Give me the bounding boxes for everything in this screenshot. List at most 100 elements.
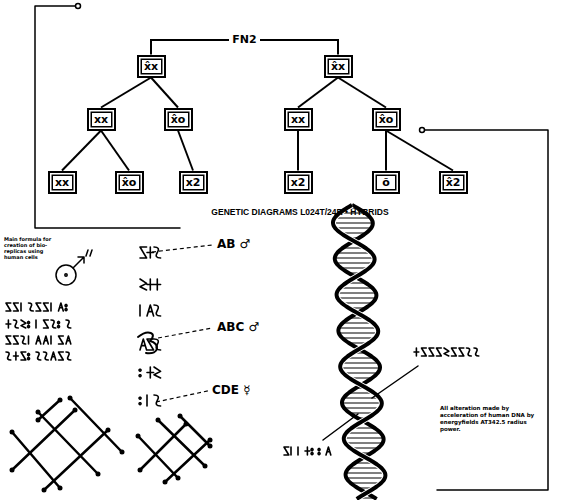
link-dot — [178, 414, 183, 419]
edge-label: FN2 — [229, 34, 259, 46]
link-figure — [44, 430, 108, 490]
bracket-dot — [76, 4, 81, 9]
formula-symbol — [65, 274, 67, 276]
tree-line — [101, 78, 151, 108]
link-dot — [36, 410, 41, 415]
leader-line — [323, 414, 358, 440]
link-figure — [138, 436, 178, 478]
bracket-line — [424, 130, 548, 490]
tree-line — [338, 78, 386, 108]
genotype-text: x̂x — [144, 61, 158, 72]
hybrid-box: x̂o — [115, 171, 144, 194]
link-dot — [138, 468, 143, 473]
dna-note: All alteration made by acceleration of h… — [440, 405, 540, 433]
leader-line — [156, 391, 208, 402]
alien-glyphs — [140, 247, 161, 258]
link-dot — [10, 468, 15, 473]
alien-glyphs — [139, 395, 161, 406]
link-figure — [180, 416, 210, 446]
link-figure — [70, 398, 122, 452]
gene-label: ABC ♂ — [217, 321, 259, 335]
hybrid-box: õ — [372, 171, 400, 194]
genotype-text: õ — [382, 177, 390, 188]
hybrid-box: x̂o — [164, 108, 193, 131]
link-dot — [73, 408, 78, 413]
genotype-text: xx — [291, 114, 305, 125]
alien-glyphs — [6, 336, 71, 344]
hybrid-box: xx — [284, 108, 313, 131]
tree-line — [298, 78, 338, 108]
alien-glyphs — [6, 352, 71, 360]
link-dot — [96, 472, 101, 477]
alien-glyphs — [284, 447, 331, 455]
link-figure — [165, 440, 210, 482]
gene-label: CDE ☿ — [212, 384, 251, 398]
diagram-title: GENETIC DIAGRAMS L024T/24R • HYBRIDS — [211, 208, 388, 218]
link-dot — [36, 418, 41, 423]
hybrid-box: x2 — [284, 171, 313, 194]
alien-glyphs — [414, 348, 479, 356]
tree-line — [297, 131, 299, 171]
link-figure — [38, 412, 98, 474]
leader-line — [158, 328, 213, 338]
hybrid-box: x̂o — [372, 108, 401, 131]
tree-line — [178, 131, 193, 171]
link-dot — [58, 398, 63, 403]
tree-line — [62, 131, 101, 171]
link-dot — [10, 430, 15, 435]
dna-strand — [333, 205, 385, 499]
formula-note: Main formula for creation of bio-replica… — [4, 236, 58, 260]
link-dot — [120, 450, 125, 455]
link-dot — [106, 428, 111, 433]
link-figure — [38, 400, 60, 420]
genotype-text: x2 — [291, 177, 306, 188]
link-figure — [12, 432, 60, 488]
hybrid-box: xx — [87, 108, 116, 131]
tree-line — [386, 131, 453, 171]
genotype-text: x̂o — [379, 114, 394, 125]
dna-strand-edge — [333, 205, 385, 499]
link-dot — [136, 434, 141, 439]
link-dot — [156, 418, 161, 423]
link-dot — [176, 476, 181, 481]
link-dot — [203, 464, 208, 469]
formula-symbol — [73, 250, 92, 268]
alien-glyphs — [140, 279, 161, 290]
tree-line — [101, 131, 129, 171]
hybrid-box: x̂x — [324, 55, 353, 78]
link-dot — [68, 396, 73, 401]
tree-line — [385, 131, 387, 171]
link-dot — [184, 422, 189, 427]
leader-line — [372, 366, 418, 398]
alien-glyphs — [138, 333, 157, 354]
genotype-text: x2 — [186, 177, 201, 188]
hybrid-box: x̂2 — [439, 171, 468, 194]
genotype-text: xx — [55, 177, 69, 188]
bracket-dot — [420, 128, 425, 133]
link-dot — [42, 488, 47, 493]
alien-glyphs — [139, 367, 161, 378]
link-figure — [12, 410, 75, 470]
alien-glyphs — [6, 320, 71, 328]
link-dot — [58, 486, 63, 491]
link-dot — [163, 480, 168, 485]
link-figure — [140, 424, 186, 470]
hybrid-box: x2 — [179, 171, 208, 194]
hybrid-box: x̂x — [137, 55, 166, 78]
genotype-text: x̂x — [331, 61, 345, 72]
gene-label: AB ♂ — [217, 238, 250, 252]
alien-glyphs — [140, 305, 161, 316]
genotype-text: x̂o — [171, 114, 186, 125]
link-dot — [208, 438, 213, 443]
leader-line — [152, 245, 213, 252]
link-dot — [208, 444, 213, 449]
hybrid-box: xx — [48, 171, 77, 194]
genotype-text: x̂o — [122, 177, 137, 188]
genotype-text: xx — [94, 114, 108, 125]
genotype-text: x̂2 — [446, 177, 461, 188]
alien-glyphs — [6, 303, 67, 311]
tree-line — [151, 78, 178, 108]
